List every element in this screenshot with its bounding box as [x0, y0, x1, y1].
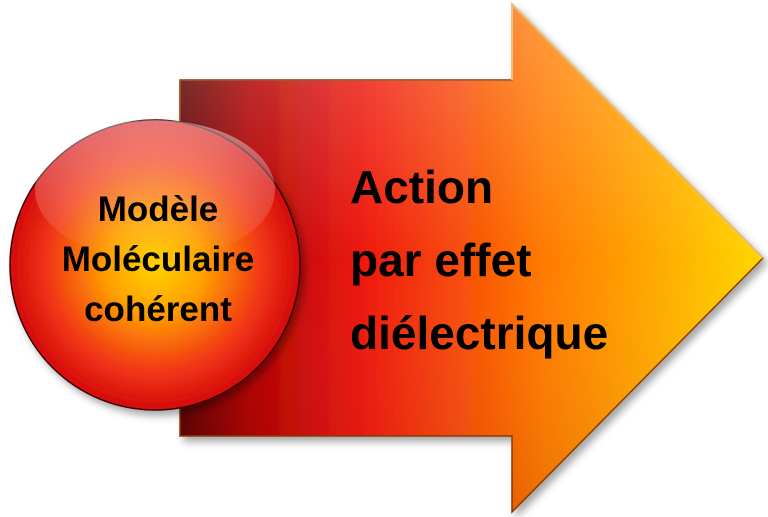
arrow-line-2: par effet — [350, 234, 531, 286]
circle-gloss — [35, 120, 275, 260]
arrow-bevel — [511, 1, 764, 259]
circle-line-3: cohérent — [84, 290, 232, 329]
arrow-line-1: Action — [350, 161, 493, 213]
arrow-line-3: diélectrique — [350, 307, 608, 359]
arrow-gloss — [180, 4, 763, 512]
circle-label: Modèle Moléculaire cohérent — [62, 190, 255, 329]
arrow-label: Action par effet diélectrique — [350, 161, 608, 359]
circle-line-2: Moléculaire — [62, 240, 255, 279]
circle-line-1: Modèle — [98, 190, 219, 229]
